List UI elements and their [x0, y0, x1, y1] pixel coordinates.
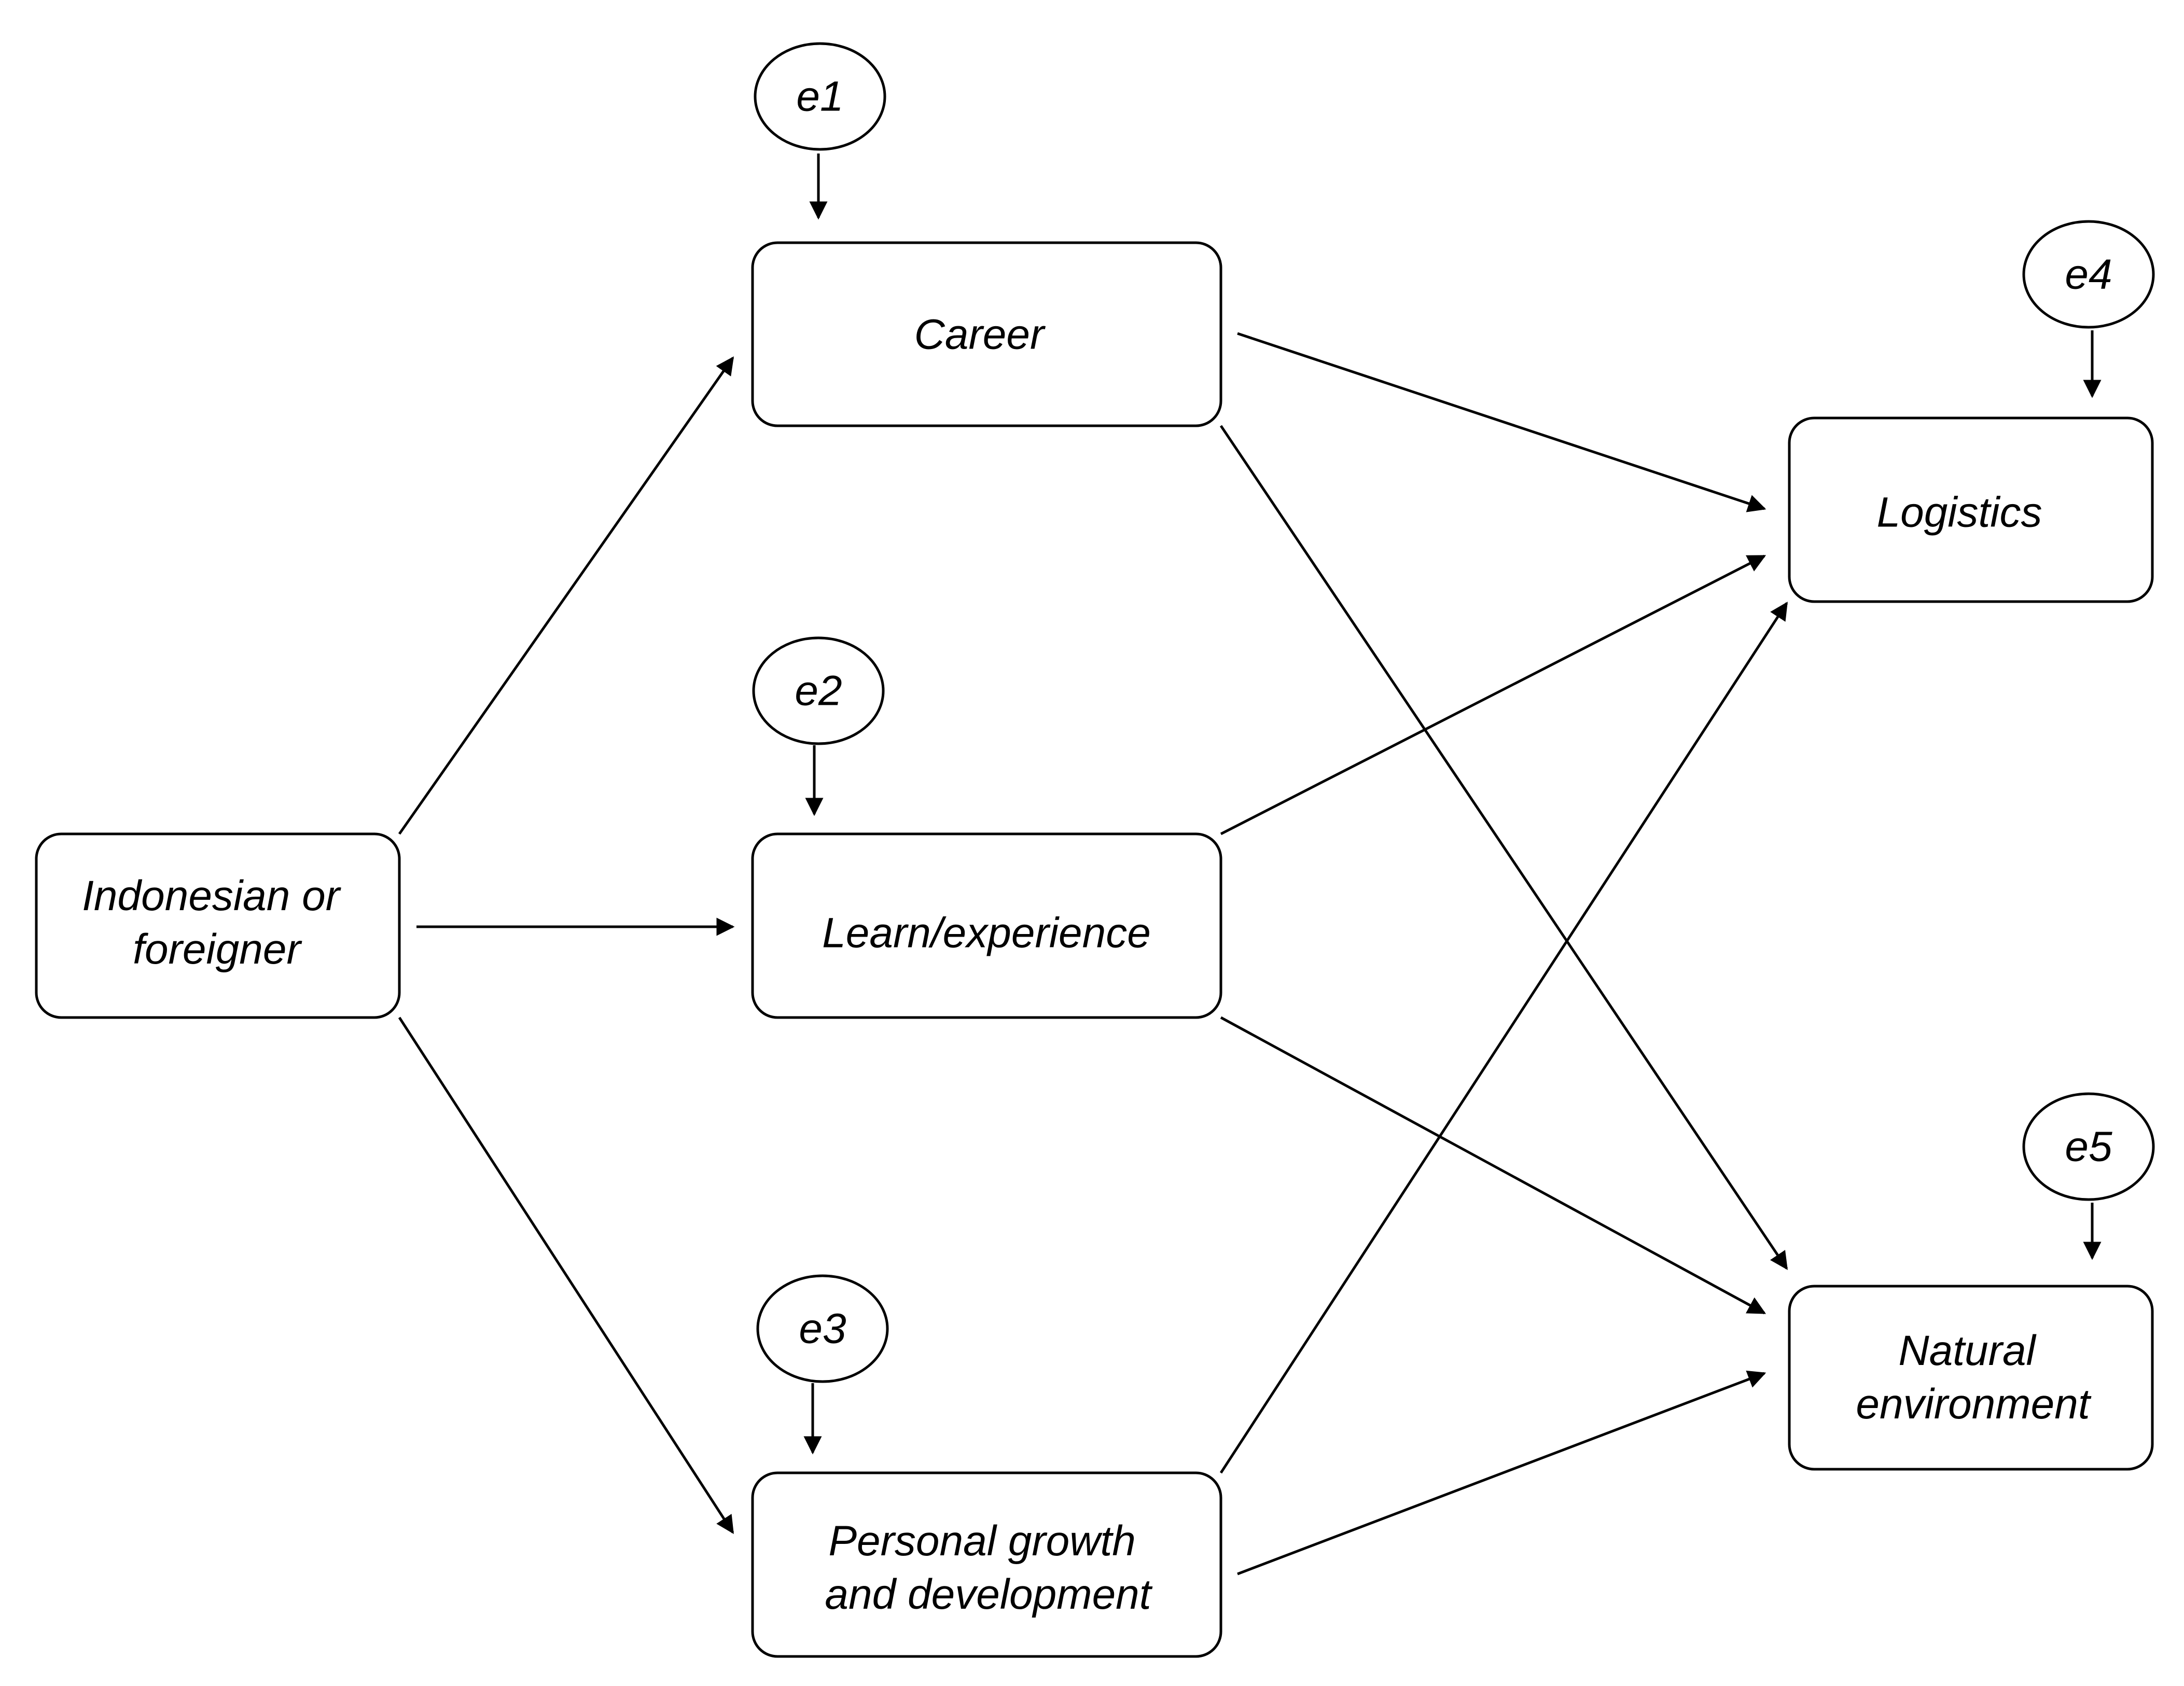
node-label-personal-growth: Personal growth and development: [825, 1517, 1152, 1618]
variables-group: Indonesian or foreigner Career Learn/exp…: [35, 241, 2154, 1658]
error-node-e4: e4: [2022, 220, 2155, 329]
arrow-learn-experience-to-logistics: [1220, 554, 1766, 835]
node-label-logistics: Logistics: [1876, 489, 2042, 536]
node-label-line: foreigner: [133, 926, 302, 973]
error-label-e1: e1: [796, 73, 843, 120]
arrow-career-to-natural-environment: [1219, 425, 1788, 1270]
error-node-e5: e5: [2022, 1092, 2155, 1201]
error-label-e3: e3: [799, 1305, 846, 1353]
arrow-personal-growth-to-natural-environment: [1237, 1370, 1766, 1576]
node-label-career: Career: [914, 311, 1046, 358]
error-label-e2: e2: [795, 667, 842, 715]
edges-group: [398, 154, 2102, 1576]
node-label-line: Natural: [1898, 1327, 2037, 1374]
node-label-line: Personal growth: [828, 1517, 1136, 1565]
arrow-personal-growth-to-logistics: [1219, 602, 1788, 1474]
node-natural-environment: Natural environment: [1788, 1285, 2154, 1471]
arrow-learn-experience-to-natural-environment: [1220, 1016, 1766, 1315]
arrow-indonesian-to-career: [398, 356, 734, 835]
node-label-line: Indonesian or: [82, 872, 342, 919]
arrow-career-to-logistics: [1237, 332, 1766, 512]
node-label-learn-experience: Learn/experience: [822, 910, 1151, 957]
node-label-indonesian-or-foreigner: Indonesian or foreigner: [82, 872, 352, 973]
error-label-e5: e5: [2065, 1123, 2112, 1171]
arrow-indonesian-to-personal-growth: [398, 1016, 734, 1534]
node-label-line: and development: [825, 1571, 1152, 1618]
node-label-line: environment: [1856, 1381, 2091, 1428]
error-node-e1: e1: [754, 42, 886, 151]
node-career: Career: [751, 241, 1222, 427]
node-indonesian-or-foreigner: Indonesian or foreigner: [35, 832, 401, 1019]
node-label-natural-environment: Natural environment: [1856, 1327, 2091, 1428]
node-logistics: Logistics: [1788, 416, 2154, 603]
node-personal-growth-and-development: Personal growth and development: [751, 1471, 1222, 1658]
error-label-e4: e4: [2065, 251, 2112, 298]
error-node-e3: e3: [756, 1274, 889, 1383]
node-learn-experience: Learn/experience: [751, 832, 1222, 1019]
error-terms-group: e1 e2 e3 e4 e5: [752, 42, 2155, 1383]
error-node-e2: e2: [752, 636, 885, 745]
